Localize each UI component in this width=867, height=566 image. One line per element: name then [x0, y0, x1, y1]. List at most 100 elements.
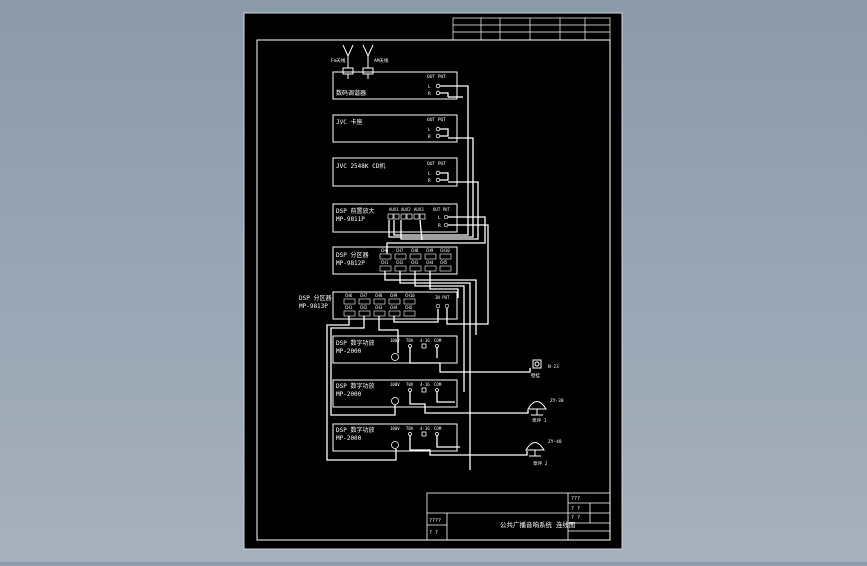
zone2-ch4: CH4 — [390, 305, 398, 310]
zone1-ch3: CH3 — [411, 260, 419, 265]
cd-ch-r: R — [428, 178, 431, 184]
zone2-ch10: CH10 — [405, 293, 415, 298]
zone2-ch5: CH5 — [405, 305, 413, 310]
zone1-ch5: CH5 — [440, 260, 448, 265]
mixer-box[interactable] — [332, 203, 458, 233]
zone1-box[interactable] — [332, 246, 458, 275]
tape-ch-r: R — [428, 134, 431, 140]
zone1-ch6: CH6 — [381, 248, 389, 253]
amp2-term-416: 4-16 — [420, 382, 430, 387]
zone2-ch8: CH8 — [375, 293, 383, 298]
zone2-ch9: CH9 — [390, 293, 398, 298]
speaker-lawn-2-code: ZY-48 — [548, 439, 562, 445]
zone2-ch3: CH3 — [375, 305, 383, 310]
amp1-term-416: 4-16 — [420, 338, 430, 343]
amp1-term-100v: 100V — [390, 338, 400, 343]
zone1-ch4: CH4 — [426, 260, 434, 265]
amp1-term-70v: 70V — [406, 338, 414, 343]
zone2-ch1: CH1 — [345, 305, 353, 310]
mixer-model: MP-9811P — [336, 216, 365, 223]
mixer-input-aux1: AUX1 — [389, 207, 399, 212]
amp2-terminals — [391, 387, 439, 405]
tuner-ch-l: L — [428, 84, 431, 90]
mixer-ch-r: R — [438, 223, 441, 229]
zone1-ch1: CH1 — [381, 260, 389, 265]
mixer-input-aux2: AUX2 — [401, 207, 411, 212]
mixer-out-header: OUT PUT — [433, 207, 450, 212]
amp3-term-416: 4-16 — [420, 426, 430, 431]
zone1-channels: CH6 CH7 CH8 CH9 CH10 CH1 CH2 CH3 CH4 CH5 — [381, 248, 450, 265]
amp2-model: MP-2000 — [336, 391, 362, 398]
zone2-title: DSP 分区器 — [299, 294, 331, 302]
zone1-title: DSP 分区器 — [336, 251, 368, 259]
top-title-table — [452, 17, 611, 41]
speaker-lawn-1-code: ZY-38 — [550, 398, 564, 404]
tuner-ch-r: R — [428, 91, 431, 97]
title-block-left-bottom: ???? — [429, 518, 441, 524]
mixer-ch-l: L — [438, 215, 441, 221]
zone1-ch8: CH8 — [411, 248, 419, 253]
speaker-lawn-2 — [525, 442, 545, 457]
zone2-ch6: CH6 — [345, 293, 353, 298]
amp1-term-com: COM — [434, 338, 442, 343]
zone2-box[interactable] — [332, 291, 458, 320]
signal-wires — [326, 85, 531, 470]
amp3-labels: DSP 数字功放 MP-2000 100V 70V 4-16 COM — [336, 426, 442, 442]
zone2-channels: CH6 CH7 CH8 CH9 CH10 CH1 CH2 CH3 CH4 CH5 — [345, 293, 415, 310]
title-block-left-q: ? ? — [429, 530, 438, 536]
amp3-box[interactable] — [332, 423, 458, 452]
title-block-right-q2: ? ? — [571, 515, 580, 521]
amp3-model: MP-2000 — [336, 435, 362, 442]
zone1-ch9: CH9 — [426, 248, 434, 253]
mixer-jacks — [387, 213, 449, 228]
drawing-sheet — [243, 12, 623, 550]
cd-box[interactable] — [332, 157, 458, 187]
cd-ch-l: L — [428, 171, 431, 177]
zone2-model: MP-9813P — [299, 303, 328, 310]
amp2-term-70v: 70V — [406, 382, 414, 387]
speaker-lawn-1-label: 草坪 1 — [532, 417, 547, 424]
zone2-ch2: CH2 — [360, 305, 368, 310]
zone1-ch7: CH7 — [396, 248, 404, 253]
antenna-left-label: Fm天线 — [331, 57, 346, 64]
amp1-model: MP-2000 — [336, 348, 362, 355]
speaker-wall — [532, 359, 542, 369]
speaker-lawn-2-label: 草坪 2 — [533, 460, 548, 467]
speaker-wall-label: 壁挂 — [531, 372, 540, 379]
amp2-term-com: COM — [434, 382, 442, 387]
amp1-box[interactable] — [332, 335, 458, 364]
title-block — [426, 492, 611, 541]
amp1-title: DSP 数字功放 — [336, 339, 374, 347]
drawing-title: 公共广播音响系统 连线图 — [500, 520, 575, 529]
amp3-title: DSP 数字功放 — [336, 426, 374, 434]
mixer-title: DSP 前置放大 — [336, 207, 374, 215]
amp1-labels: DSP 数字功放 MP-2000 100V 70V 4-16 COM — [336, 338, 442, 355]
tape-ch-l: L — [428, 127, 431, 133]
speaker-lawn-1 — [527, 401, 547, 416]
tuner-out-jacks — [435, 83, 441, 96]
amp3-term-100v: 100V — [390, 426, 400, 431]
title-block-right-q1: ? ? — [571, 506, 580, 512]
amp3-term-com: COM — [434, 426, 442, 431]
zone1-ch10: CH10 — [440, 248, 450, 253]
tuner-out-header: OUT PUT — [427, 74, 446, 80]
tape-box[interactable] — [332, 114, 458, 143]
zone2-in-header: IN PUT — [435, 295, 450, 300]
amp2-labels: DSP 数字功放 MP-2000 100V 70V 4-16 COM — [336, 382, 442, 398]
tuner-title: 数码调谐器 — [336, 89, 366, 97]
amp2-title: DSP 数字功放 — [336, 382, 374, 390]
mixer-input-aux3: AUX3 — [414, 207, 424, 212]
zone1-model: MP-9812P — [336, 260, 365, 267]
antenna-right-label: AM天线 — [374, 57, 389, 64]
tape-title: JVC 卡座 — [336, 118, 362, 126]
zone2-ch7: CH7 — [360, 293, 368, 298]
cd-title: JVC 2548K CD机 — [336, 162, 385, 170]
amp3-term-70v: 70V — [406, 426, 414, 431]
title-block-right-top: ??? — [571, 496, 580, 502]
amp2-term-100v: 100V — [390, 382, 400, 387]
cd-out-header: OUT PUT — [427, 161, 446, 167]
tape-out-header: OUT PUT — [427, 117, 446, 123]
speaker-wall-code: N-23 — [548, 364, 559, 370]
